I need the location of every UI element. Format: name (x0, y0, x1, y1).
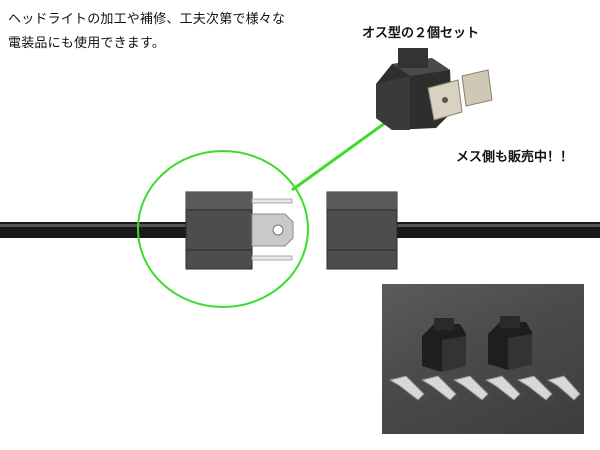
female-connector (326, 191, 398, 270)
set-label: オス型の２個セット (362, 26, 480, 41)
housing-right (488, 316, 532, 370)
highlight-circle (137, 150, 309, 308)
product-photo (382, 284, 584, 434)
terminals (388, 375, 581, 401)
connector-product-image (376, 48, 493, 130)
leader-line (291, 116, 393, 192)
top-pin (251, 198, 293, 204)
intro-text: ヘッドライトの加工や補修、工夫次第で様々な 電装品にも使用できます。 (8, 8, 328, 56)
housing-left (422, 318, 466, 372)
intro-line-2: 電装品にも使用できます。 (8, 36, 166, 51)
intro-line-1: ヘッドライトの加工や補修、工夫次第で様々な (8, 12, 286, 27)
male-connector (185, 191, 294, 270)
female-sold-label: メス側も販売中！！ (456, 150, 574, 165)
bottom-pin (251, 255, 293, 261)
